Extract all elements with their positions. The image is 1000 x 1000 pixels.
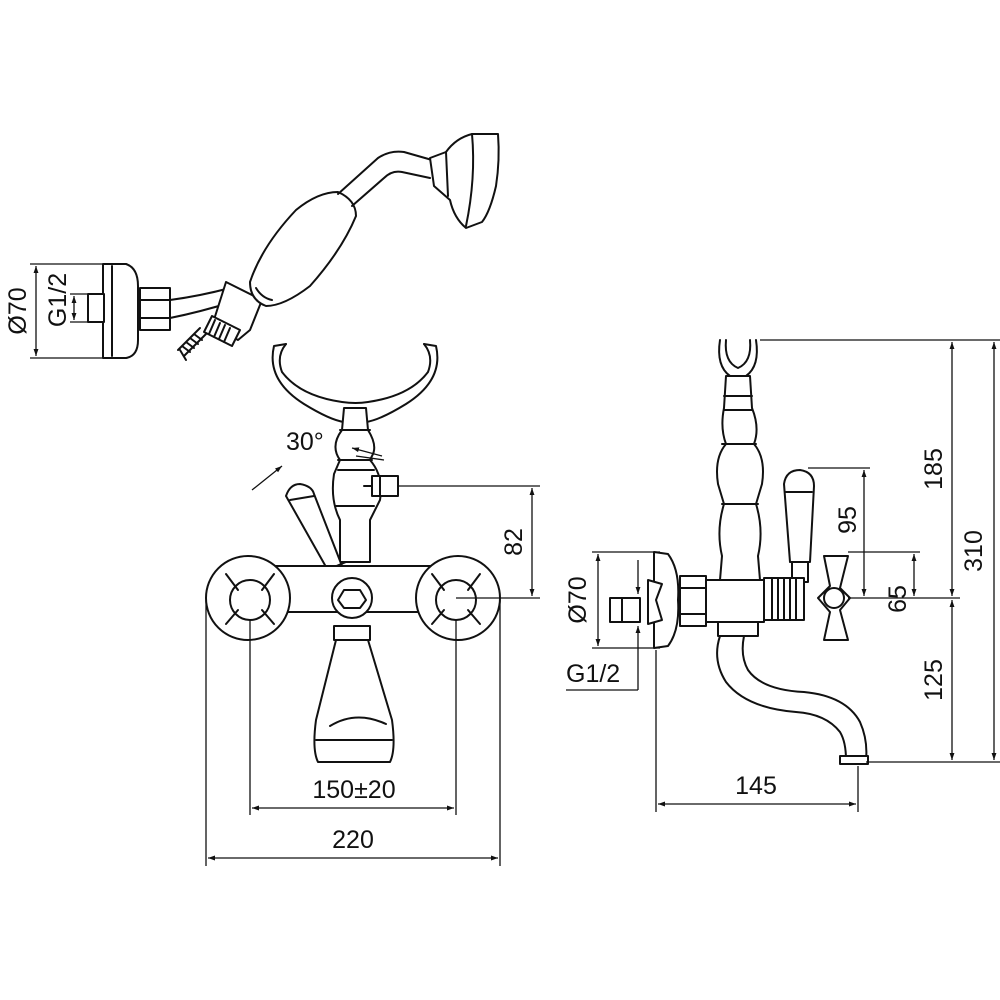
holder-angle-label: 30°: [286, 428, 324, 456]
connector-nut: [139, 287, 171, 331]
side-overall-height-label: 310: [960, 530, 988, 572]
side-mixer-body: [705, 579, 765, 623]
front-lever-handle[interactable]: [285, 483, 343, 575]
front-center-valve[interactable]: [331, 577, 373, 619]
side-upper-height-label: 185: [920, 448, 948, 490]
side-dimensions: Ø70 G1/2 145 310 185 125 95 65: [564, 339, 1000, 812]
handshower-grip: [249, 191, 357, 307]
front-diverter-knob[interactable]: [371, 475, 399, 497]
side-projection-label: 145: [735, 772, 777, 800]
front-spout-collar: [333, 625, 371, 641]
side-spout: [716, 635, 868, 761]
side-view: [609, 339, 869, 765]
handshower-head: [429, 133, 500, 229]
handshower-thread-label: G1/2: [44, 273, 72, 327]
side-riser-stem: [716, 375, 764, 581]
side-diameter-label: Ø70: [564, 576, 592, 623]
side-wall-flange: [653, 551, 680, 649]
front-handle-height-label: 82: [500, 528, 528, 556]
side-thread-label: G1/2: [566, 660, 620, 688]
side-lever-handle[interactable]: [783, 469, 815, 563]
side-cradle-holder: [718, 339, 758, 379]
hose-coil: [177, 327, 207, 361]
side-cross-height-label: 65: [884, 585, 912, 613]
front-dimensions: 30° 82 150±20 220: [205, 428, 540, 866]
wall-connector-stub: [87, 293, 105, 323]
side-wall-stub: [609, 597, 641, 623]
side-spout-drop-label: 125: [920, 659, 948, 701]
front-centers-label: 150±20: [312, 776, 395, 804]
handshower-neck: [337, 150, 433, 207]
handshower-diameter-label: Ø70: [4, 287, 32, 334]
handshower-assembly: [87, 133, 500, 361]
handshower-dimensions: Ø70 G1/2: [4, 263, 108, 359]
wall-connector-flange: [102, 263, 139, 359]
front-cradle-holder: [278, 343, 432, 404]
front-width-label: 220: [332, 826, 374, 854]
side-lever-height-label: 95: [834, 506, 862, 534]
side-hex-nut: [679, 575, 707, 627]
front-spout: [313, 639, 395, 763]
front-riser-stem: [331, 407, 382, 563]
